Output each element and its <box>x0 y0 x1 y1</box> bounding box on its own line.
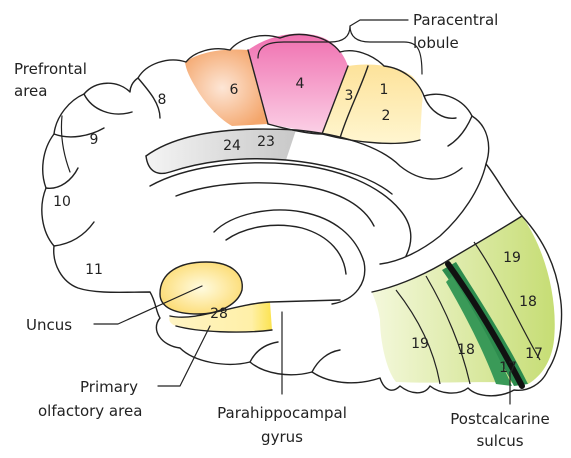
area-23-number: 23 <box>257 134 275 150</box>
area-19-low-number: 19 <box>411 336 429 352</box>
parahippocampal-label-line2: gyrus <box>261 428 303 446</box>
area-17-a-number: 17 <box>525 346 543 362</box>
area-2-number: 2 <box>382 108 391 124</box>
prefrontal-label-line2: area <box>14 82 47 100</box>
parietal-sulcus-b <box>448 116 472 146</box>
prefrontal-leader <box>61 116 70 172</box>
area-3-number: 3 <box>345 88 354 104</box>
paracentral-leader <box>350 20 408 26</box>
area-6-number: 6 <box>230 82 239 98</box>
area-24-number: 24 <box>223 138 241 154</box>
postcalcarine-label-line2: sulcus <box>476 432 523 450</box>
area-4-number: 4 <box>296 76 305 92</box>
area-17-b-number: 17 <box>499 360 517 376</box>
frontal-sulcus-d <box>54 222 94 246</box>
primary-olfactory-label-line2: olfactory area <box>38 402 142 420</box>
paracentral-label-line1: Paracentral <box>413 11 498 29</box>
corpus-callosum-lower <box>176 183 374 226</box>
parietal-sulcus-a <box>424 96 456 118</box>
fornix-inner <box>226 225 346 274</box>
area-8-number: 8 <box>158 92 167 108</box>
primary-olfactory-leader <box>158 326 210 386</box>
temporal-sulcus-a <box>250 342 278 362</box>
frontal-sulcus-c <box>46 168 78 188</box>
prefrontal-label-line1: Prefrontal <box>14 60 87 78</box>
primary-olfactory-label-line1: Primary <box>80 378 138 396</box>
frontal-sulcus-a <box>84 94 132 114</box>
postcalcarine-label-line1: Postcalcarine <box>450 410 550 428</box>
area-1-number: 1 <box>380 82 389 98</box>
area-9-number: 9 <box>90 132 99 148</box>
area-10-number: 10 <box>53 194 71 210</box>
area-19-top-number: 19 <box>503 250 521 266</box>
uncus-label: Uncus <box>26 316 72 334</box>
area-11-number: 11 <box>85 262 103 278</box>
parahippocampal-label-line1: Parahippocampal <box>217 404 347 422</box>
temporal-sulcus-b <box>312 350 340 372</box>
area-28-number: 28 <box>210 306 228 322</box>
area-18-low-number: 18 <box>457 342 475 358</box>
area-18-right-number: 18 <box>519 294 537 310</box>
paracentral-label-line2: lobule <box>413 34 459 52</box>
